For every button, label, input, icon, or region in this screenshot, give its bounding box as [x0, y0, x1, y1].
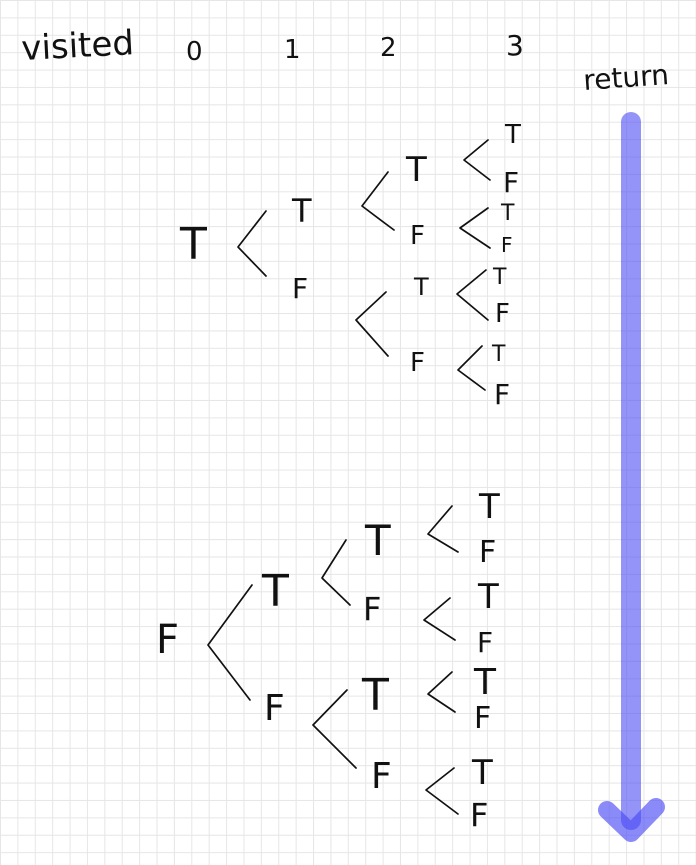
top-l3-node-2: T — [500, 201, 515, 226]
bottom-l3-node-3: F — [477, 626, 493, 659]
top-l2-node-2: T — [413, 273, 429, 301]
bottom-l3-node-6: T — [471, 753, 493, 793]
top-l2-branch-3 — [457, 345, 486, 391]
top-l1-branch-1 — [355, 291, 389, 357]
top-l2-branch-1 — [459, 207, 491, 249]
bottom-l3-node-5: F — [474, 701, 491, 736]
column-label-3: 3 — [506, 29, 524, 62]
bottom-l2-branch-0 — [427, 505, 459, 553]
bottom-l2-node-1: F — [363, 590, 381, 628]
bottom-l3-node-1: F — [479, 535, 496, 570]
bottom-l2-node-3: F — [371, 756, 392, 797]
column-label-0: 0 — [186, 37, 203, 67]
top-l2-branch-2 — [456, 269, 489, 321]
top-l3-node-3: F — [501, 233, 513, 257]
bottom-l3-node-7: F — [470, 796, 488, 834]
column-label-1: 1 — [284, 35, 301, 65]
top-l3-node-7: F — [494, 378, 510, 411]
header-title: visited — [20, 23, 135, 69]
bottom-l2-node-2: T — [361, 670, 389, 721]
bottom-l2-branch-1 — [423, 597, 456, 641]
bottom-l1-node-0: T — [261, 566, 289, 617]
bottom-l3-node-0: T — [478, 487, 500, 527]
top-root-node: T — [179, 219, 207, 270]
top-l1-node-0: T — [291, 192, 312, 230]
top-l1-branch-0 — [361, 171, 395, 231]
bottom-l3-node-4: T — [473, 662, 497, 703]
top-root-branch — [237, 210, 267, 277]
bottom-l1-branch-1 — [312, 689, 357, 769]
top-tree: T T F T F T F T F T F T F T F — [179, 120, 521, 411]
bottom-l1-branch-0 — [321, 539, 351, 606]
bottom-l3-node-2: T — [477, 577, 499, 617]
column-label-2: 2 — [380, 33, 397, 63]
bottom-l2-branch-2 — [427, 671, 456, 713]
top-l3-node-0: T — [504, 120, 521, 150]
return-arrow — [598, 112, 665, 842]
top-l2-node-0: T — [405, 150, 427, 190]
top-l3-node-1: F — [503, 166, 519, 199]
top-l1-node-1: F — [292, 272, 308, 305]
return-arrow-head — [598, 798, 665, 842]
bottom-l2-branch-3 — [425, 767, 459, 815]
bottom-tree: F T F T F T F T F T F T F T F — [156, 487, 500, 834]
top-l2-node-1: F — [410, 221, 425, 251]
top-l3-node-5: F — [495, 299, 510, 329]
top-l3-node-6: T — [491, 342, 506, 367]
bottom-l2-node-0: T — [364, 516, 391, 565]
top-l2-node-3: F — [410, 348, 425, 378]
bottom-l1-node-1: F — [264, 688, 285, 729]
top-l2-branch-0 — [463, 139, 491, 181]
bottom-root-branch — [207, 584, 253, 701]
bottom-root-node: F — [156, 617, 179, 663]
top-l3-node-4: T — [492, 265, 507, 290]
return-label: return — [582, 58, 670, 97]
